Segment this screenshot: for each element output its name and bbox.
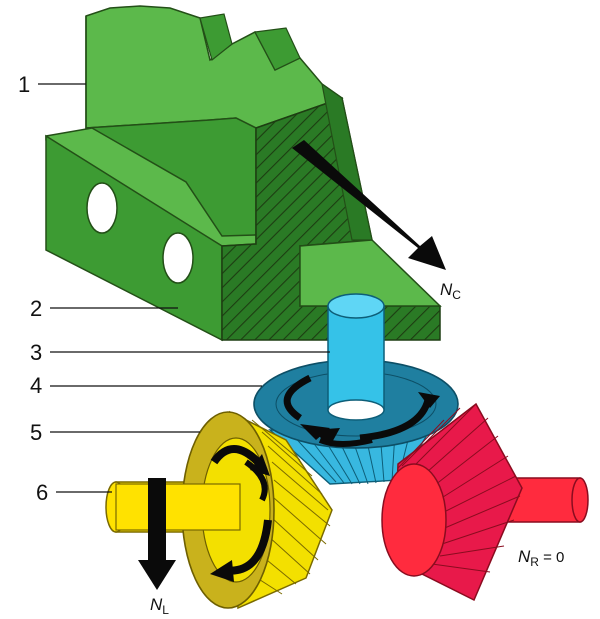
force-arrow-nl (138, 478, 176, 590)
callout-4: 4 (30, 373, 262, 398)
callout-6: 6 (36, 480, 112, 505)
callout-3-text: 3 (30, 340, 42, 365)
force-label-nr: NR = 0 (518, 547, 564, 569)
nr-symbol: N (518, 547, 531, 566)
callout-3: 3 (30, 340, 330, 365)
callout-5: 5 (30, 420, 200, 445)
callout-2: 2 (30, 296, 178, 321)
callout-1-text: 1 (18, 72, 30, 97)
nl-symbol: N (150, 595, 163, 614)
force-arrow-nc (292, 140, 446, 270)
nr-sub: R (530, 555, 539, 569)
right-side-gear (381, 402, 589, 602)
housing (45, 5, 442, 342)
pinion-pin (327, 293, 385, 421)
callout-6-text: 6 (36, 480, 48, 505)
callout-5-text: 5 (30, 420, 42, 445)
callout-2-text: 2 (30, 296, 42, 321)
nr-suffix: = 0 (539, 549, 564, 566)
force-label-nc: NC (440, 280, 461, 302)
nc-symbol: N (440, 280, 453, 299)
force-label-nl: NL (150, 595, 169, 617)
nc-sub: C (452, 288, 461, 302)
callout-1: 1 (18, 72, 86, 97)
bolt-hole-left (86, 182, 118, 234)
nl-sub: L (162, 603, 169, 617)
housing-flange-top (299, 239, 442, 307)
left-side-gear (105, 410, 333, 610)
callout-4-text: 4 (30, 373, 42, 398)
bolt-hole-right (162, 232, 194, 284)
